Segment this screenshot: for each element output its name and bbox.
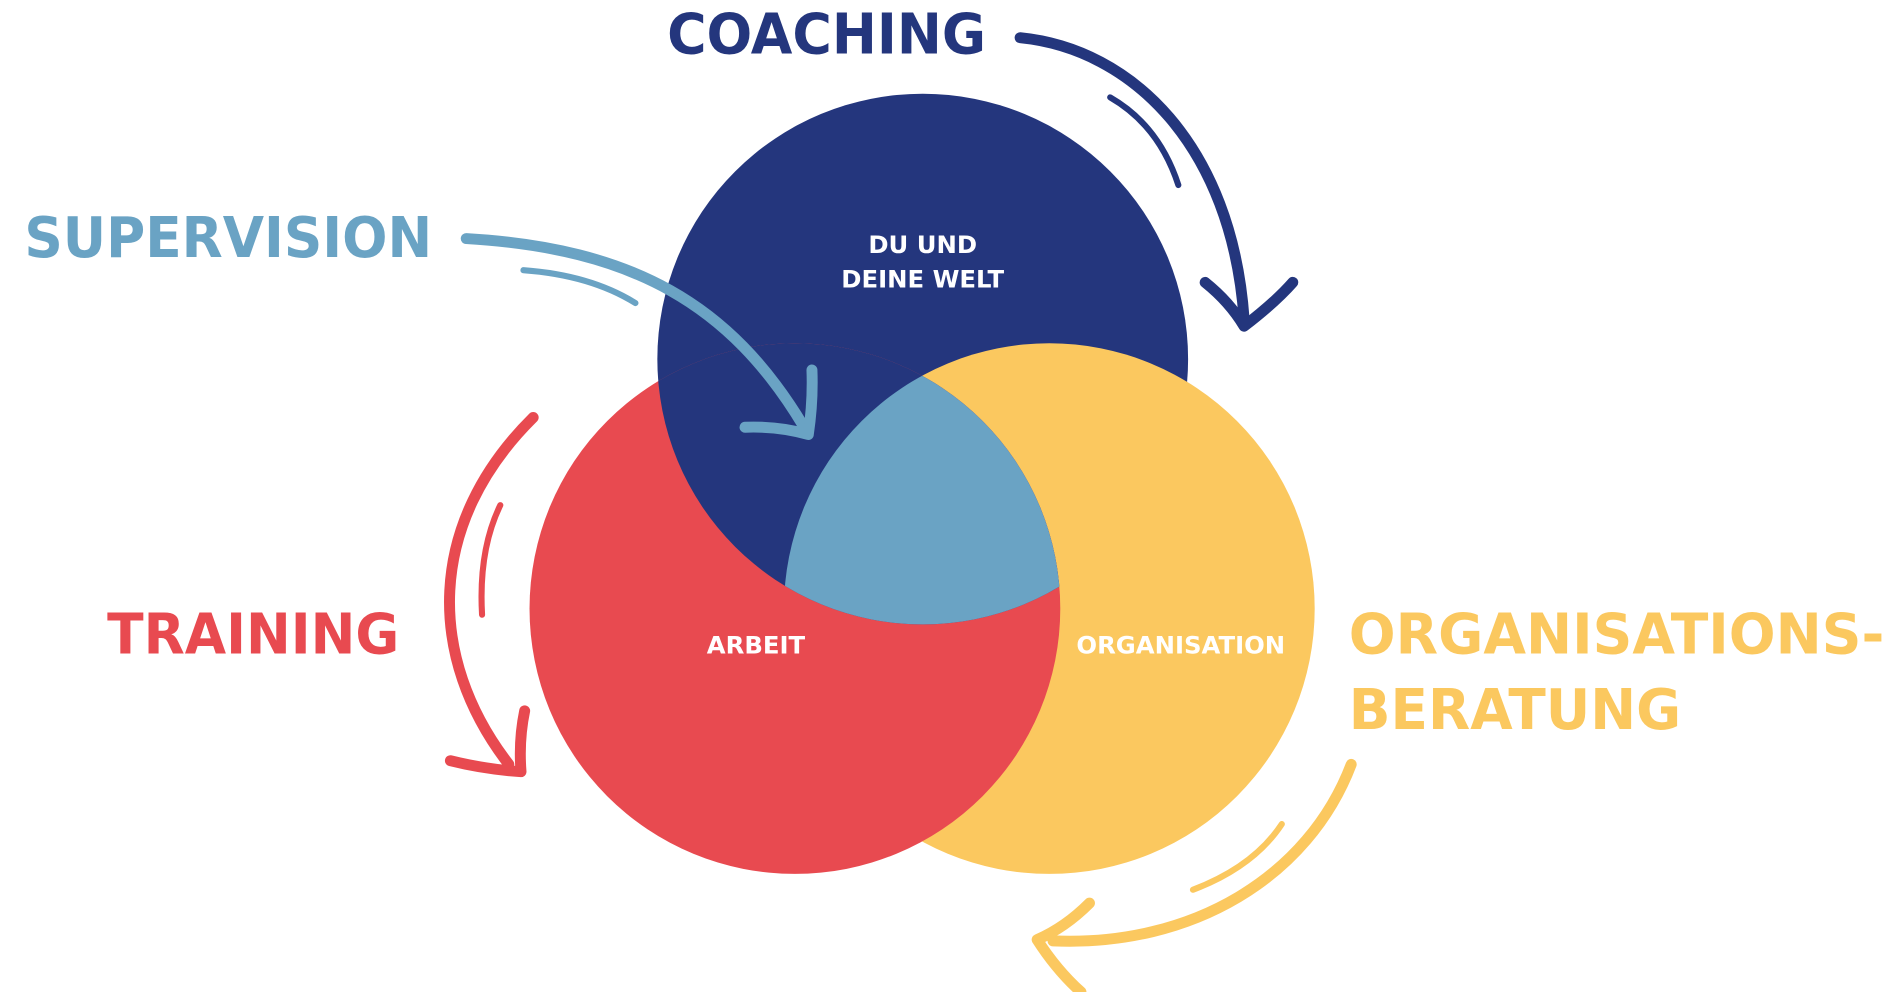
coaching-arrow-icon — [1014, 32, 1299, 332]
label-organisationsberatung-1: ORGANISATIONS- — [1349, 603, 1885, 668]
label-arbeit: ARBEIT — [707, 631, 806, 660]
organisationsberatung-arrow-icon — [1031, 758, 1357, 992]
label-coaching: COACHING — [667, 3, 986, 68]
training-arrow-icon — [444, 412, 539, 778]
label-du-und: DU UND — [868, 230, 977, 259]
label-training: TRAINING — [107, 603, 399, 668]
label-organisation: ORGANISATION — [1076, 631, 1285, 660]
label-supervision: SUPERVISION — [24, 206, 432, 271]
label-deine-welt: DEINE WELT — [841, 264, 1004, 293]
supervision-arrow-icon — [460, 233, 818, 441]
label-organisationsberatung-2: BERATUNG — [1349, 678, 1681, 743]
